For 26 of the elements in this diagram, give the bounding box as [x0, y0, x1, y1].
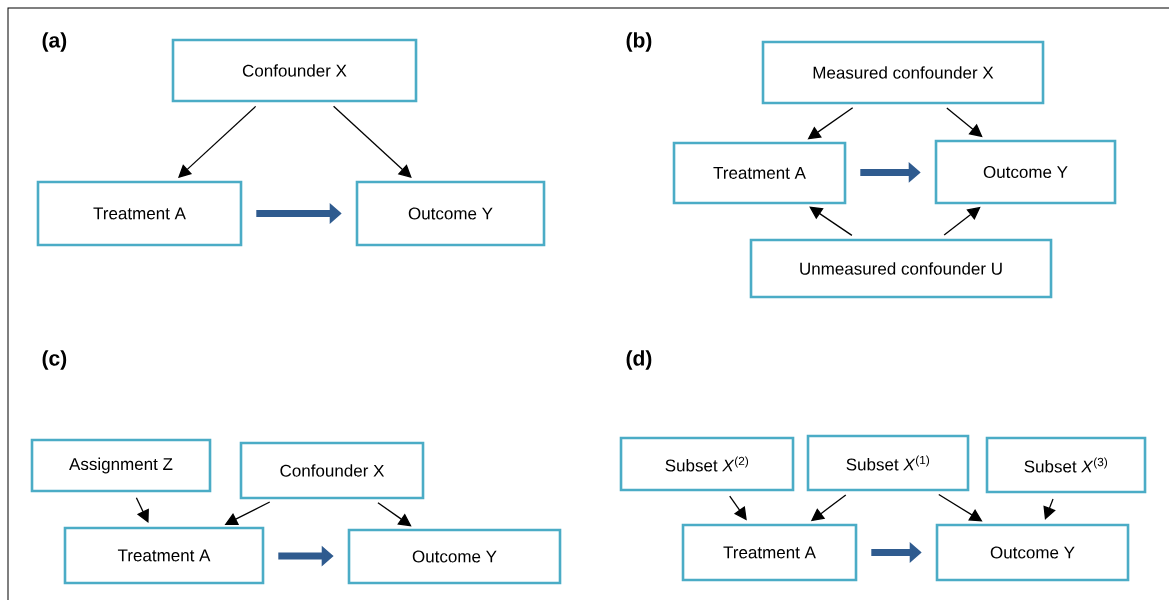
node-box: Measured confounder X	[761, 40, 1045, 105]
node-box: Outcome Y	[355, 180, 546, 247]
node-box: Confounder X	[239, 441, 425, 500]
panel-label: (d)	[626, 350, 652, 370]
arrow	[809, 206, 853, 236]
node-box: Outcome Y	[935, 523, 1130, 582]
node-box: Unmeasured confounder U	[749, 238, 1053, 299]
node-box: Treatment A	[63, 526, 265, 585]
node-box: Confounder X	[171, 38, 418, 103]
node-box: Outcome Y	[934, 139, 1117, 205]
node-box: Treatment A	[36, 180, 243, 247]
arrow	[332, 105, 412, 178]
node-box: Subset X$^{(1)}$	[806, 434, 970, 492]
panel-label: (b)	[626, 32, 652, 52]
node-box: Outcome Y	[347, 528, 562, 585]
arrow	[1043, 498, 1056, 520]
node-box: Treatment A	[672, 141, 847, 205]
panel-label: (c)	[42, 350, 67, 370]
node-box: Subset X$^{(3)}$	[985, 436, 1147, 494]
arrow	[377, 502, 412, 527]
node-box: Assignment Z	[30, 438, 212, 493]
arrow	[938, 493, 983, 522]
node-box: Subset X$^{(2)}$	[619, 436, 795, 492]
panel-label: (a)	[42, 32, 67, 52]
arrow	[178, 105, 257, 178]
node-box: Treatment A	[681, 523, 858, 582]
